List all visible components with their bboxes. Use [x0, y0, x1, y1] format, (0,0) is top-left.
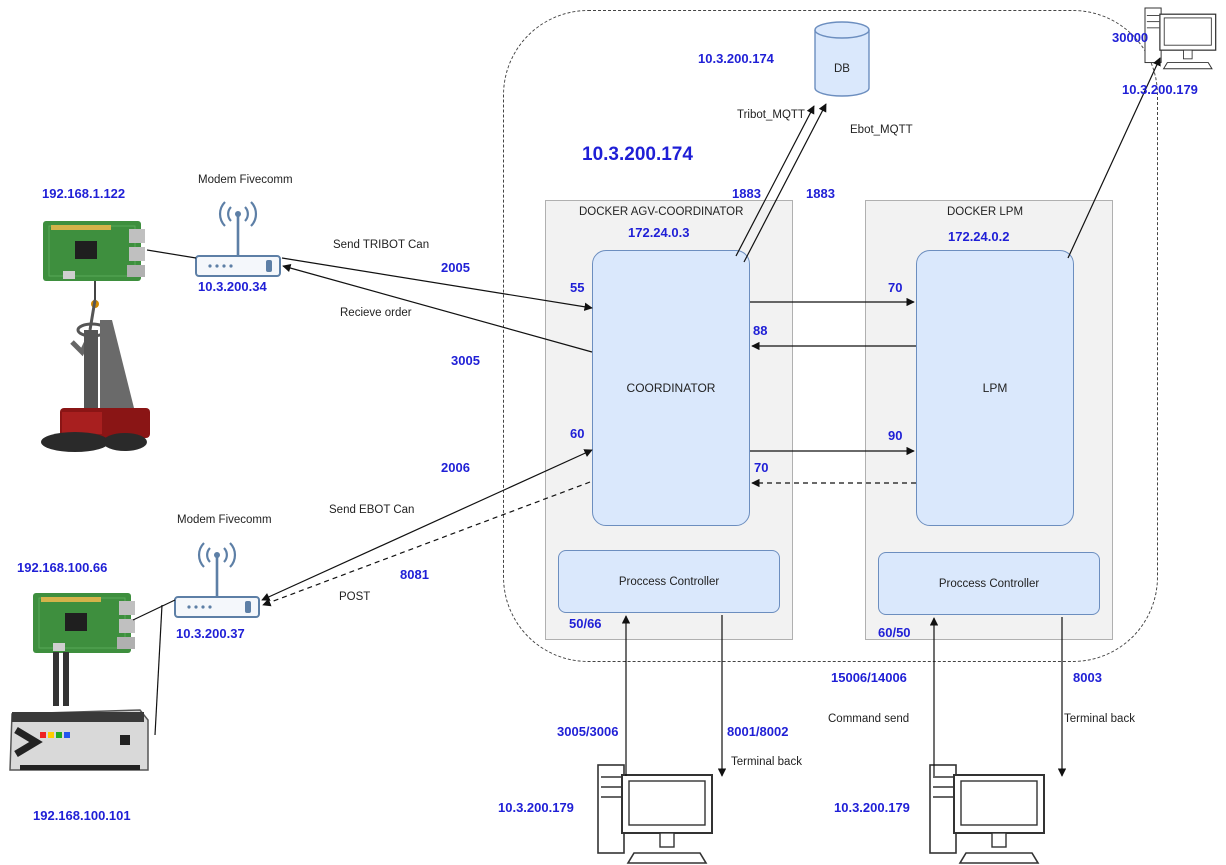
raspberry-pi-icon-tribot	[43, 221, 145, 281]
coordinator-docker-ip-label: 172.24.0.3	[628, 226, 689, 239]
computer-icon-bottom-right	[930, 765, 1044, 863]
coordinator-port-60: 60	[570, 427, 584, 440]
tribot-modem-ip-label: 10.3.200.34	[198, 280, 267, 293]
coordinator-docker-label: DOCKER AGV-COORDINATOR	[579, 207, 743, 219]
tribot-send-label: Send TRIBOT Can	[333, 240, 429, 252]
ebot-modem-label: Modem Fivecomm	[177, 515, 272, 527]
lpm-docker-label: DOCKER LPM	[947, 207, 1023, 219]
right-term-ports: 8003	[1073, 671, 1102, 684]
coordinator-pc-ports: 50/66	[569, 617, 602, 630]
top-right-pc-ip-label: 10.3.200.179	[1122, 83, 1198, 96]
lpm-port-90: 90	[888, 429, 902, 442]
coordinator-mqtt-port-1: 1883	[732, 187, 761, 200]
coordinator-mqtt-port-2: 1883	[806, 187, 835, 200]
coordinator-port-70: 70	[754, 461, 768, 474]
ebot-rpi-ip-label: 192.168.100.66	[17, 561, 107, 574]
tribot-robot-icon	[41, 281, 150, 452]
lpm-port-70: 70	[888, 281, 902, 294]
coordinator-port-55: 55	[570, 281, 584, 294]
modem-icon-ebot	[175, 543, 259, 617]
tribot-mqtt-label: Tribot_MQTT	[737, 110, 805, 122]
right-term-label: Terminal back	[1064, 714, 1135, 726]
computer-icon-bottom-left	[598, 765, 712, 863]
left-term-ports: 8001/8002	[727, 725, 788, 738]
ebot-post-port-label: 8081	[400, 568, 429, 581]
tribot-recv-port-label: 3005	[451, 354, 480, 367]
ebot-modem-ip-label: 10.3.200.37	[176, 627, 245, 640]
computer-icon-top-right	[1145, 8, 1216, 69]
ebot-robot-ip-label: 192.168.100.101	[33, 809, 131, 822]
ebot-post-label: POST	[339, 592, 370, 604]
tribot-send-port-label: 2005	[441, 261, 470, 274]
top-right-port-label: 30000	[1112, 31, 1148, 44]
left-cmd-ports: 3005/3006	[557, 725, 618, 738]
left-pc-ip-label: 10.3.200.179	[498, 801, 574, 814]
db-ip-label: 10.3.200.174	[698, 52, 774, 65]
db-label: DB	[834, 64, 850, 76]
right-cmd-label: Command send	[828, 714, 909, 726]
right-pc-ip-label: 10.3.200.179	[834, 801, 910, 814]
ebot-send-port-label: 2006	[441, 461, 470, 474]
ebot-send-label: Send EBOT Can	[329, 505, 414, 517]
lpm-docker-ip-label: 172.24.0.2	[948, 230, 1009, 243]
host-ip-label: 10.3.200.174	[582, 145, 693, 164]
tribot-recv-label: Recieve order	[340, 308, 412, 320]
left-term-label: Terminal back	[731, 757, 802, 769]
raspberry-pi-icon-ebot	[33, 593, 135, 653]
right-cmd-ports: 15006/14006	[831, 671, 907, 684]
tribot-rpi-ip-label: 192.168.1.122	[42, 187, 125, 200]
coordinator-port-88: 88	[753, 324, 767, 337]
lpm-pc-ports: 60/50	[878, 626, 911, 639]
ebot-robot-icon	[10, 652, 148, 770]
database-icon	[815, 22, 869, 96]
ebot-mqtt-label: Ebot_MQTT	[850, 125, 913, 137]
modem-icon-tribot	[196, 202, 280, 276]
tribot-modem-label: Modem Fivecomm	[198, 175, 293, 187]
